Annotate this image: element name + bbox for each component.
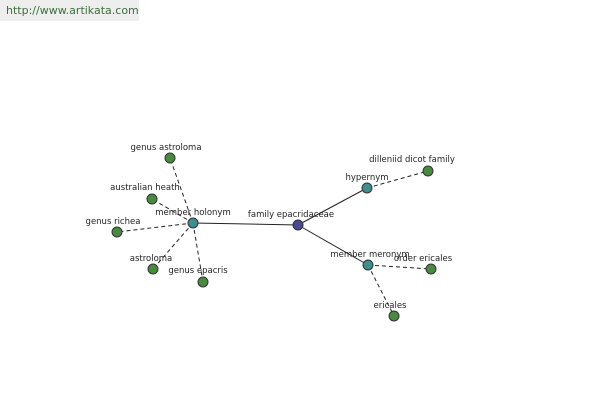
node-genus-astroloma[interactable] <box>164 152 176 164</box>
node-member-holonym[interactable] <box>187 217 199 229</box>
edge-member-holonym-to-astroloma <box>152 222 194 270</box>
node-australian-heath[interactable] <box>146 193 158 205</box>
node-label-hypernym[interactable]: hypernym <box>345 173 388 183</box>
node-ericales[interactable] <box>388 310 400 322</box>
edge-center-to-hypernym <box>297 187 368 226</box>
node-dilleniid-dicot-family[interactable] <box>422 165 434 177</box>
node-label-ericales[interactable]: ericales <box>374 301 408 311</box>
node-label-member-meronym[interactable]: member meronym <box>330 250 409 260</box>
edge-member-holonym-to-genus-epacris <box>192 222 204 283</box>
node-astroloma[interactable] <box>147 263 159 275</box>
labels-layer: family epacridaceae member holonym hyperny… <box>86 143 455 311</box>
edge-hypernym-to-dilleniid-dicot-family <box>366 170 429 189</box>
edge-member-holonym-to-genus-astroloma <box>169 157 194 224</box>
node-member-meronym[interactable] <box>362 259 374 271</box>
node-genus-epacris[interactable] <box>197 276 209 288</box>
watermark-link[interactable]: http://www.artikata.com <box>0 0 139 21</box>
nodes-layer <box>111 152 437 322</box>
node-center[interactable] <box>292 219 304 231</box>
node-label-australian-heath[interactable]: australian heath <box>110 183 180 193</box>
edge-member-holonym-to-genus-richea <box>116 222 194 233</box>
node-label-center[interactable]: family epacridaceae <box>248 210 334 220</box>
node-label-genus-astroloma[interactable]: genus astroloma <box>130 143 201 153</box>
node-label-dilleniid-dicot-family[interactable]: dilleniid dicot family <box>369 155 455 165</box>
edge-center-to-member-meronym <box>297 224 369 266</box>
node-hypernym[interactable] <box>361 182 373 194</box>
edge-member-holonym-to-australian-heath <box>151 198 194 224</box>
edges-layer <box>116 157 432 317</box>
node-genus-richea[interactable] <box>111 226 123 238</box>
edge-member-meronym-to-order-ericales <box>367 264 432 270</box>
node-label-astroloma[interactable]: astroloma <box>130 254 173 264</box>
node-label-member-holonym[interactable]: member holonym <box>155 208 230 218</box>
node-label-order-ericales[interactable]: order ericales <box>394 254 453 264</box>
edge-center-to-member-holonym <box>192 222 299 226</box>
node-label-genus-richea[interactable]: genus richea <box>86 217 141 227</box>
edge-member-meronym-to-ericales <box>367 264 395 317</box>
node-label-genus-epacris[interactable]: genus epacris <box>168 266 228 276</box>
node-order-ericales[interactable] <box>425 263 437 275</box>
